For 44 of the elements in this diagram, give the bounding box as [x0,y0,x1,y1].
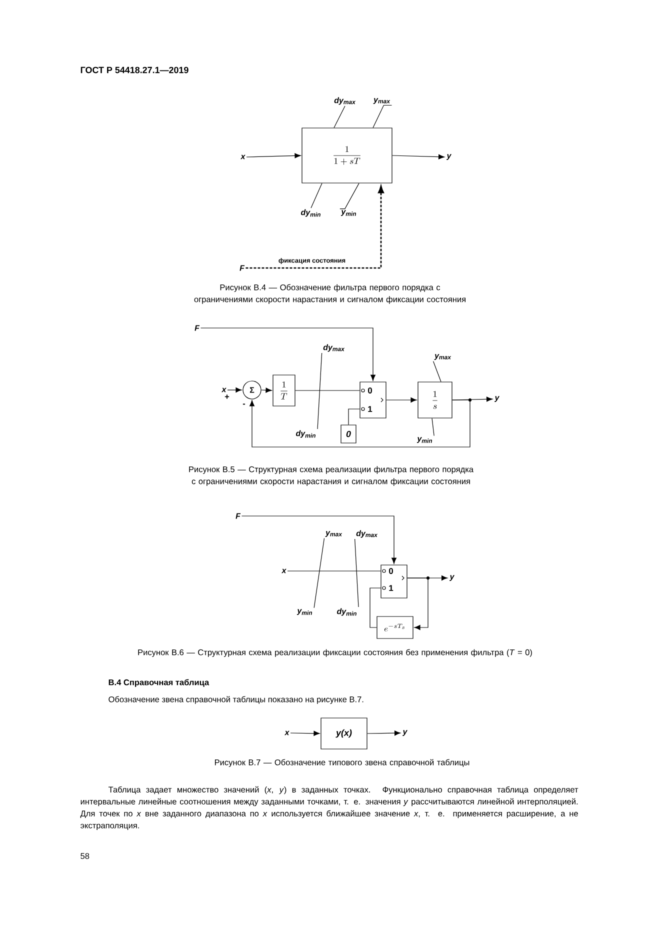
leader-line [334,106,346,128]
sign-label: + [224,394,230,399]
leader-line [432,418,434,436]
function-box: 0 [340,424,356,444]
section-heading: В.4 Справочная таблица [108,679,210,687]
sign-label: - [242,404,246,405]
leader-line [432,360,442,382]
figure-caption: Рисунок В.5 — Структурная схема реализации фильтра первого порядка с ограничениями скорости нарастания и сигналом фиксации состояния [189,466,474,486]
page-number: 58 [80,853,90,859]
figure-caption: Рисунок В.7 — Обозначение типового звена справочной таблицы [214,759,470,767]
leader-line [317,352,322,430]
arrow [241,516,396,564]
leader-line [310,183,322,208]
leader-line [372,104,392,128]
arrow [200,328,376,381]
arrow [261,388,272,393]
arrow [386,398,417,403]
connector-line [287,570,381,572]
connector-line [295,390,360,391]
switch-block: 0 1 [360,382,386,418]
body-text: Обозначение звена справочной таблицы показано на рисунке В.7. [108,696,364,704]
connector-line [348,408,360,425]
arrow [407,578,428,630]
connector-line [370,588,381,628]
switch-block: 0 1 [380,564,408,598]
transfer-function-box: $e^{-sT_s}$ [376,616,414,639]
figure-caption: Рисунок В.4 — Обозначение фильтра первого порядка с ограничениями скорости нарастания и сигналом фиксации состояния [194,284,466,304]
transfer-function-box: $\frac{1}{T}$ [272,374,296,406]
arrow [227,388,242,393]
leader-line [340,183,360,210]
body-paragraph: Таблица задает множество значений (x, y) в заданных точках. Функционально справочная таблица определяет интервальные линейные соотношения между заданными точками, т. е. значения y рассчитываются линейной интерполяцией. Для точек по x вне заданного диапазона по x используется ближайшее значение x, т. е. применяется расширение, а не экстраполяция. [80,786,578,830]
figure-caption: Рисунок В.6 — Структурная схема реализации фиксации состояния без применения фильтра (T = 0) [138,649,532,657]
arrow [249,400,470,448]
arrow [392,154,445,160]
leader-line [314,538,325,608]
arrow [367,730,401,736]
leader-line [354,538,359,608]
function-box: y(x) [320,718,368,750]
transfer-function-box: $\frac{1}{s}$ [418,382,452,418]
arrow [246,153,301,158]
page-header: ГОСТ Р 54418.27.1—2019 [80,66,188,74]
arrow [246,186,384,269]
arrow [290,730,320,736]
transfer-function-box: $\frac{1}{1+sT}$ [302,128,392,184]
